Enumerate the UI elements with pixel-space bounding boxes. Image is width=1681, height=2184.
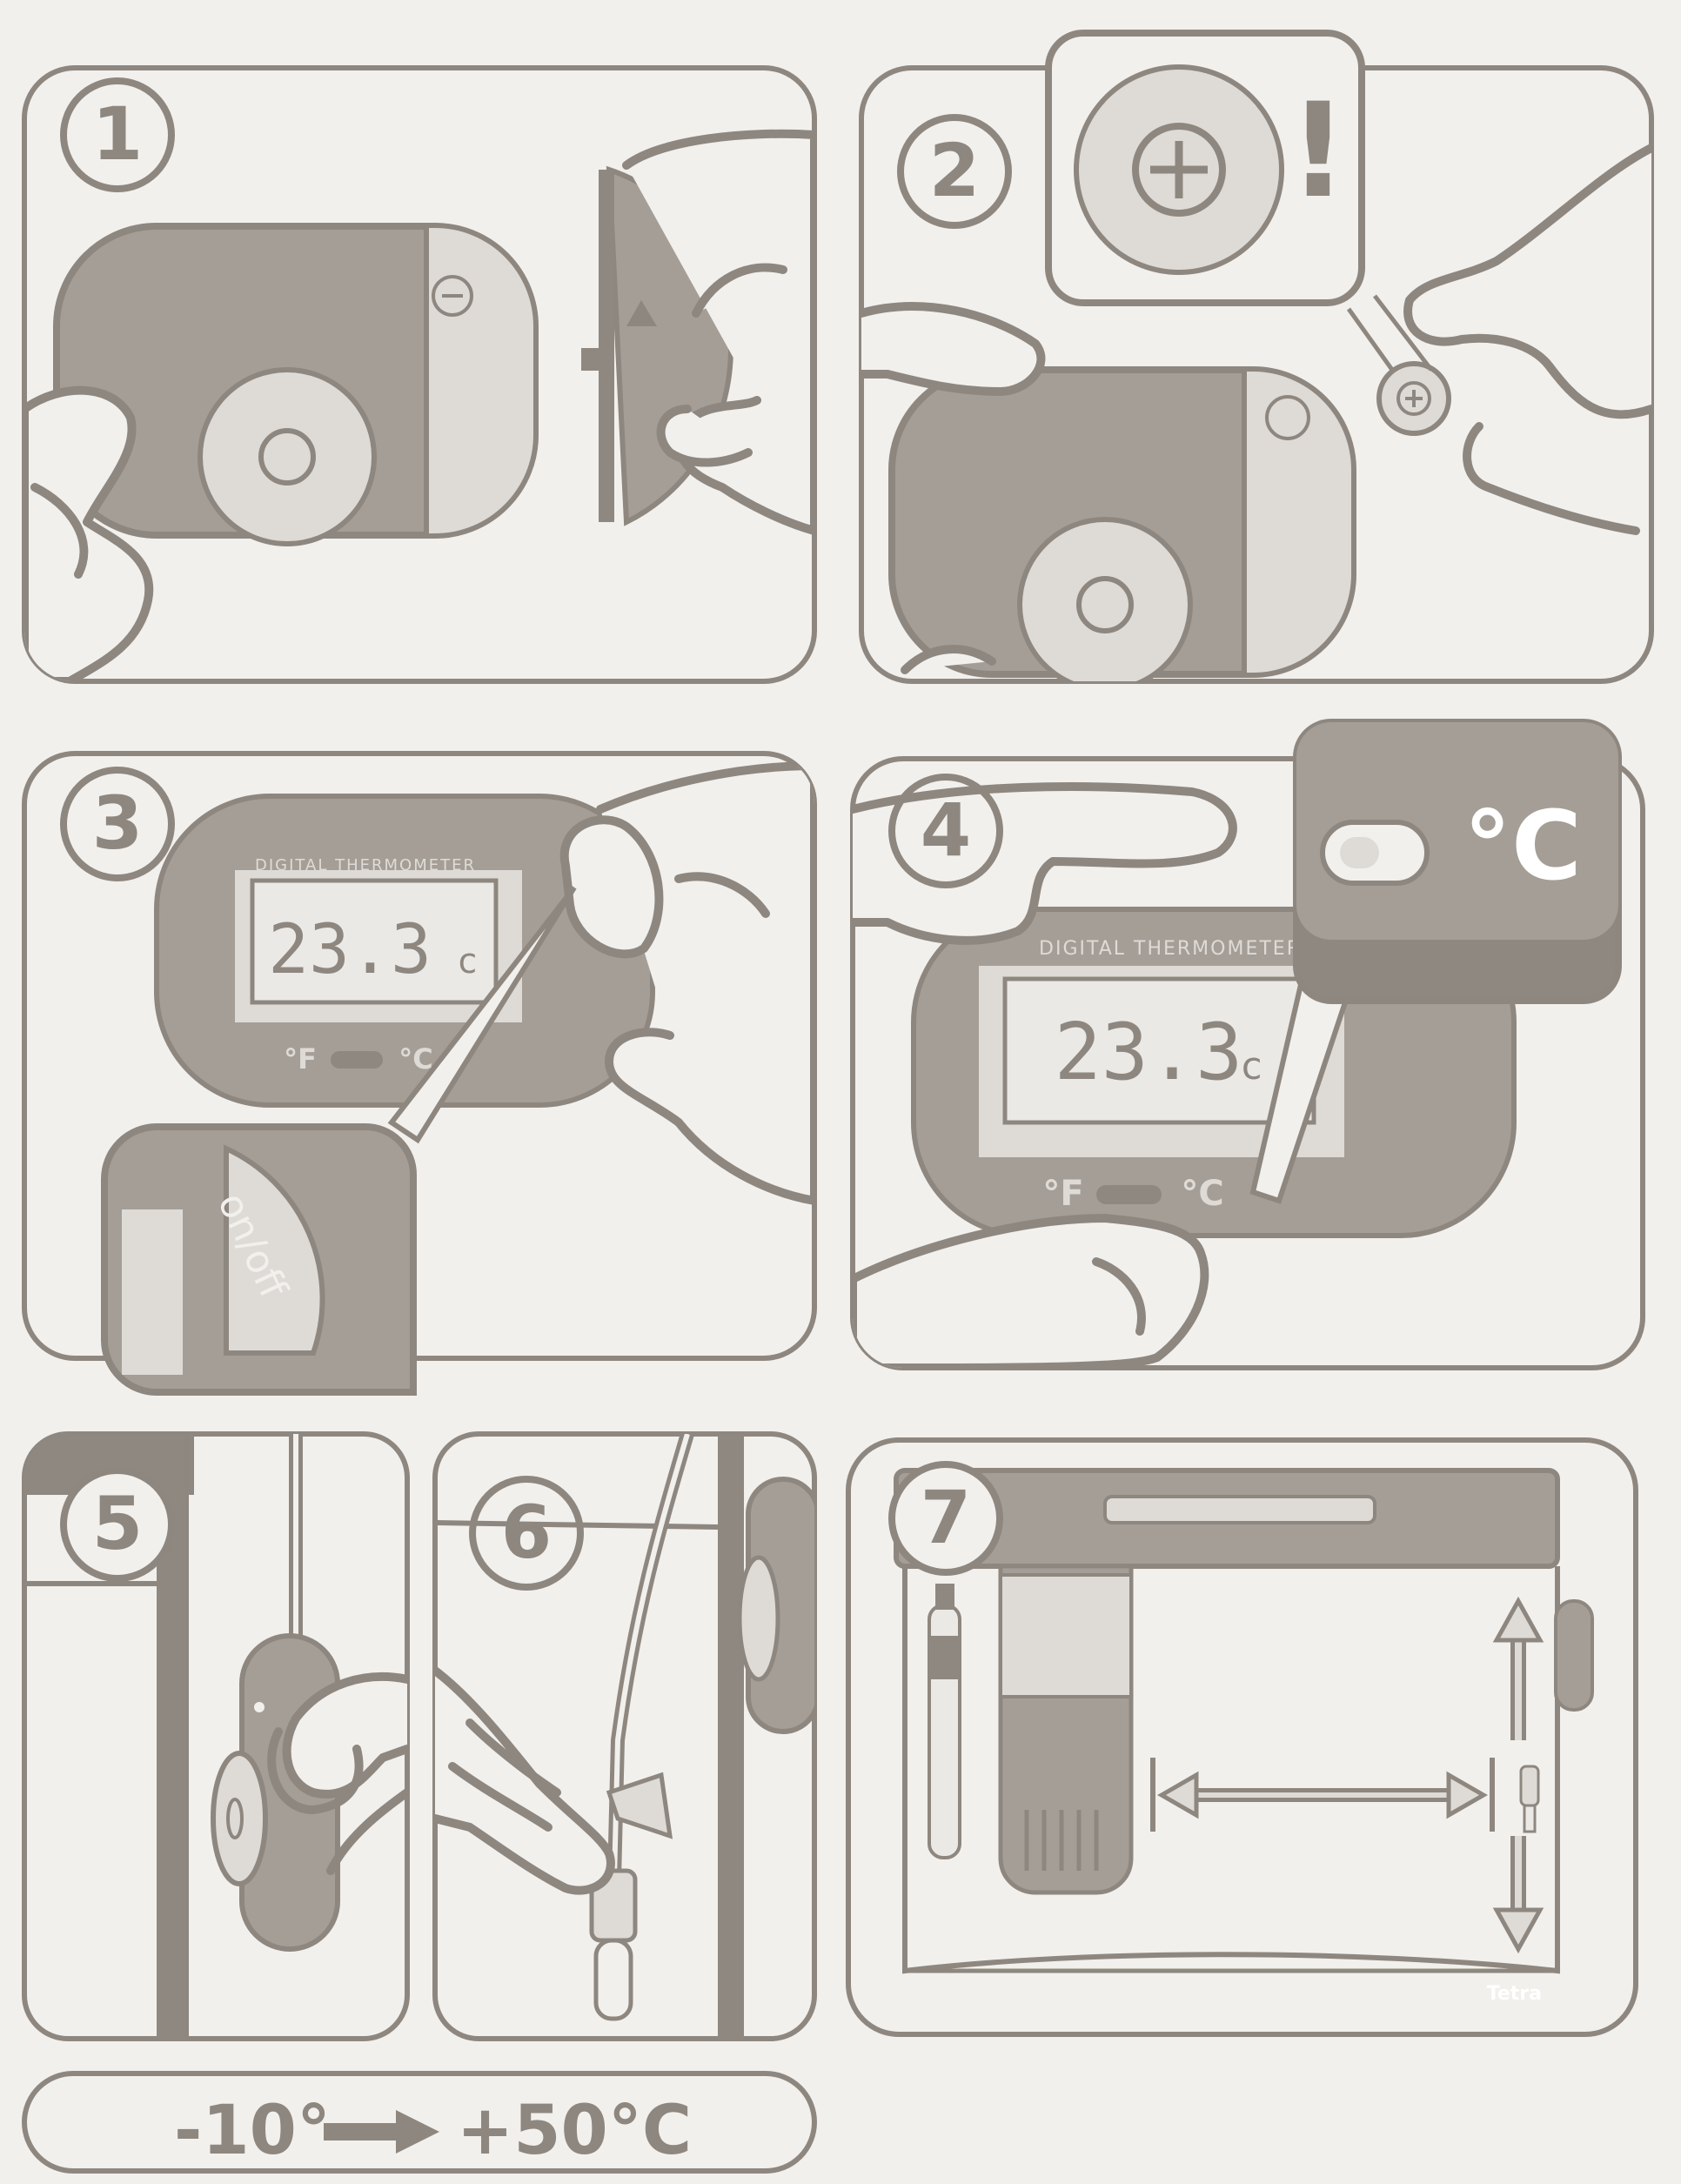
celsius-label: °C [398, 1042, 432, 1075]
temperature-reading: 23.3 [268, 911, 432, 989]
celsius-label: °C [1181, 1174, 1223, 1214]
step-2-panel: 2 ! [859, 30, 1654, 684]
suction-cup-icon [198, 367, 377, 546]
suction-cup-icon [606, 1772, 673, 1839]
mounted-thermometer-icon [1519, 1599, 1594, 1833]
warning-mark: ! [1289, 76, 1348, 227]
suction-cup-icon [211, 1751, 268, 1886]
device-label: DIGITAL THERMOMETER [255, 856, 476, 874]
hand-icon [853, 782, 1237, 945]
fahrenheit-label: °F [284, 1042, 317, 1075]
step-number: 2 [929, 128, 980, 213]
lcd-screen [250, 878, 499, 1005]
hand-icon [622, 129, 814, 535]
filter-icon [998, 1564, 1134, 1895]
on-off-button[interactable] [224, 1144, 325, 1356]
vertical-position-arrow-icon [1492, 1596, 1544, 1954]
unit-switch [1096, 1185, 1162, 1204]
plus-icon [1132, 123, 1226, 217]
step-3-panel: DIGITAL THERMOMETER 23.3 c °F °C 3 [22, 751, 817, 1396]
step-6-panel: 6 [432, 1431, 817, 2041]
on-off-callout: on/off [101, 1123, 417, 1396]
thermometer-back-view [53, 223, 539, 546]
range-max: +50°C [457, 2092, 692, 2170]
step-number: 3 [92, 780, 143, 866]
step-5-panel: 5 5 [22, 1431, 410, 2041]
thermometer-front-view: DIGITAL THERMOMETER 23.3 c °F °C [154, 794, 655, 1108]
battery-icon [1376, 361, 1451, 436]
step-number: 6 [501, 1490, 552, 1575]
hand-icon [267, 1672, 407, 1875]
lcd-screen [1002, 976, 1316, 1125]
hand-icon [861, 302, 1046, 674]
hand-icon [853, 1214, 1209, 1368]
reading-unit: c [1240, 1044, 1263, 1089]
step-1-panel: 1 [22, 65, 817, 684]
step-number: 1 [92, 91, 143, 177]
hand-icon [435, 1666, 615, 1895]
fahrenheit-label: °F [1042, 1174, 1083, 1214]
celsius-callout: °C [1293, 719, 1622, 1004]
step-number-overlay: 7 [921, 1475, 971, 1560]
unit-switch [331, 1051, 383, 1069]
thermometer-back-view [888, 366, 1356, 681]
temperature-reading: 23.3 [1055, 1007, 1243, 1098]
celsius-callout-label: °C [1463, 790, 1582, 901]
temperature-range-bar: -10° +50°C [22, 2071, 817, 2174]
hand-icon [24, 385, 154, 681]
brand-logo-text: Tetra [1487, 1983, 1542, 2005]
step-7-panel: Tetra 7 7 [846, 1437, 1638, 2037]
reading-unit: c [457, 941, 478, 981]
temperature-sensor-icon [589, 1868, 638, 2021]
heater-icon [928, 1584, 961, 1859]
step-number-overlay: 5 [92, 1481, 143, 1566]
device-label: DIGITAL THERMOMETER [1039, 938, 1302, 960]
hand-icon [559, 761, 814, 1205]
distance-arrow-icon [1150, 1758, 1495, 1832]
battery-polarity-callout: ! [1045, 30, 1365, 306]
step-number: 4 [921, 787, 971, 873]
range-min: -10° [174, 2092, 331, 2170]
suction-cup-icon [1017, 517, 1193, 681]
hand-icon [1403, 144, 1651, 535]
step-4-panel: DIGITAL THERMOMETER 23.3 c °F °C 4 [850, 719, 1645, 1370]
aquarium-icon [894, 1468, 1560, 1974]
arrow-right-icon [324, 2110, 439, 2154]
